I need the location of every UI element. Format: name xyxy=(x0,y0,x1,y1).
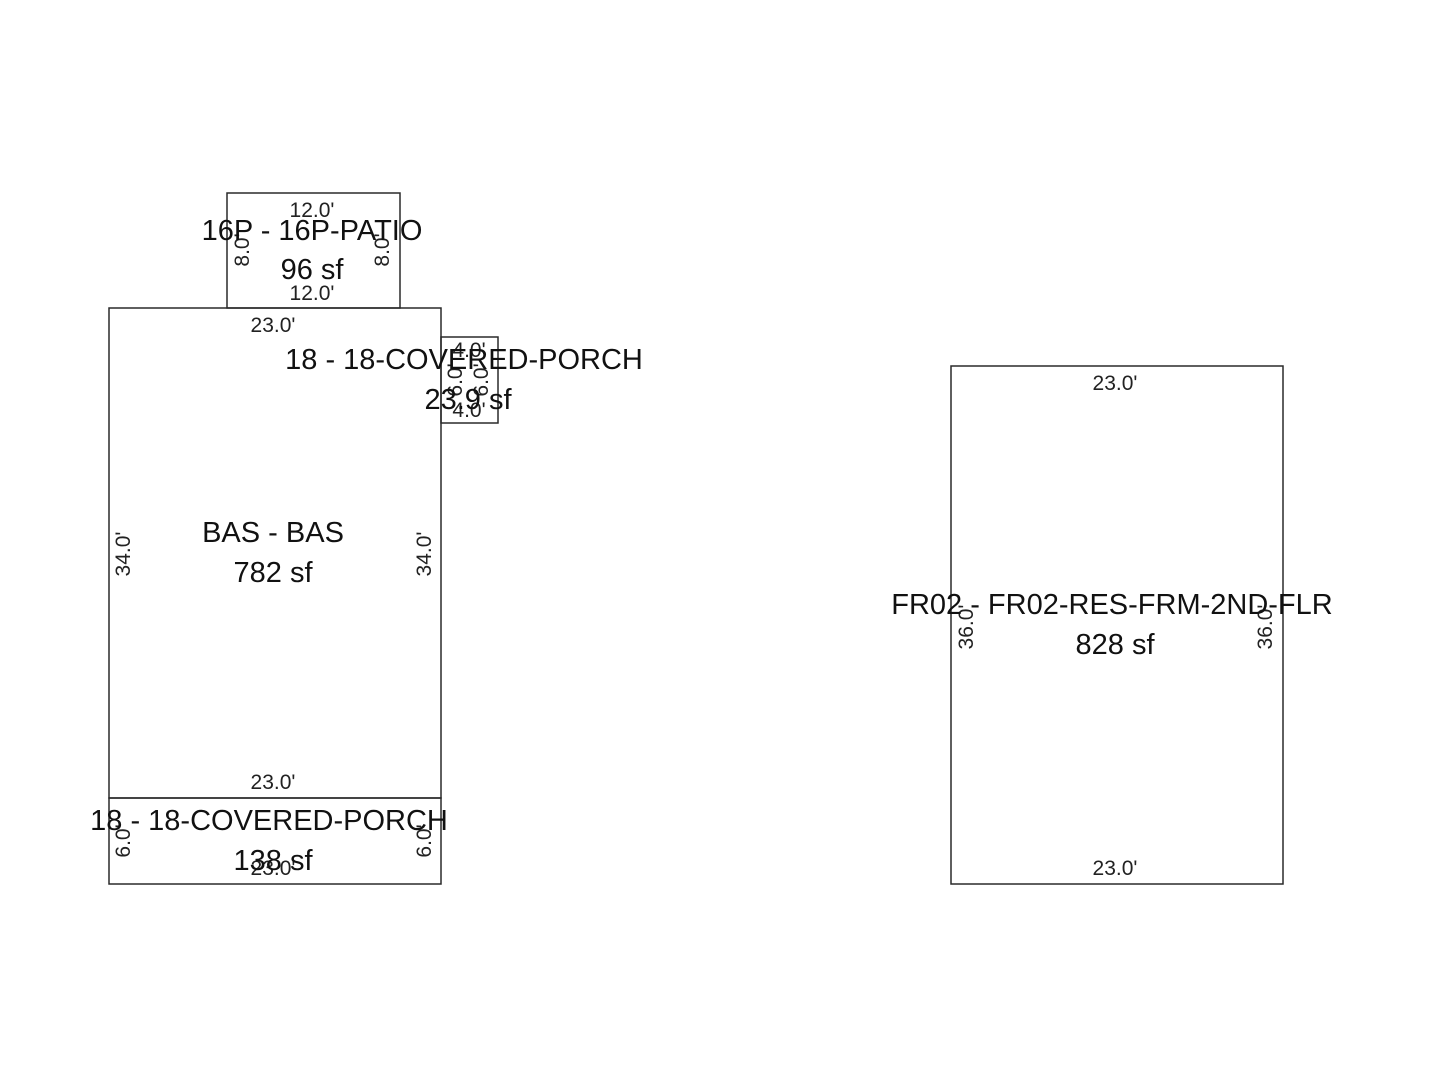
porch-bottom-dim-bottom: 23.0' xyxy=(251,857,296,880)
bas-name-label: BAS - BAS xyxy=(202,517,344,549)
bas-area: 23.0' 23.0' 34.0' 34.0' BAS - BAS 782 sf xyxy=(108,307,442,799)
porch-bottom-area: 23.0' 6.0' 6.0' 18 - 18-COVERED-PORCH 13… xyxy=(90,797,448,885)
second-floor-dim-bottom: 23.0' xyxy=(1093,857,1138,880)
porch-small-dim-left: 6.0' xyxy=(444,363,467,396)
second-floor-area: 23.0' 23.0' 36.0' 36.0' FR02 - FR02-RES-… xyxy=(891,365,1333,885)
second-floor-dim-right: 36.0' xyxy=(1254,605,1277,650)
second-floor-dim-top: 23.0' xyxy=(1093,372,1138,395)
porch-small-area-label: 23.9 sf xyxy=(424,384,512,416)
porch-small-dim-bottom: 4.0' xyxy=(452,399,485,422)
bas-outline xyxy=(108,307,442,799)
second-floor-outline xyxy=(950,365,1284,885)
porch-bottom-dim-left: 6.0' xyxy=(112,824,135,857)
porch-bottom-dim-right: 6.0' xyxy=(413,824,436,857)
bas-area-label: 782 sf xyxy=(234,557,314,589)
bas-dim-bottom: 23.0' xyxy=(251,771,296,794)
patio-name-label: 16P - 16P-PATIO xyxy=(202,215,423,247)
patio-area: 12.0' 12.0' 8.0' 8.0' 16P - 16P-PATIO 96… xyxy=(202,192,423,309)
second-floor-dim-left: 36.0' xyxy=(955,605,978,650)
second-floor-name-label: FR02 - FR02-RES-FRM-2ND-FLR xyxy=(891,589,1332,621)
porch-small-dim-top: 4.0' xyxy=(452,339,485,362)
patio-dim-right: 8.0' xyxy=(371,233,394,266)
porch-small-area: 4.0' 4.0' 6.0' 6.0' 18 - 18-COVERED-PORC… xyxy=(285,336,643,424)
patio-area-label: 96 sf xyxy=(281,254,345,286)
porch-bottom-area-label: 138 sf xyxy=(234,845,314,877)
patio-dim-top: 12.0' xyxy=(290,199,335,222)
porch-small-outline xyxy=(440,336,499,424)
second-floor-area-label: 828 sf xyxy=(1076,629,1156,661)
patio-dim-bottom: 12.0' xyxy=(290,282,335,305)
porch-bottom-name-label: 18 - 18-COVERED-PORCH xyxy=(90,805,448,837)
bas-dim-right: 34.0' xyxy=(413,532,436,577)
porch-small-name-label: 18 - 18-COVERED-PORCH xyxy=(285,344,643,376)
bas-dim-left: 34.0' xyxy=(112,532,135,577)
patio-dim-left: 8.0' xyxy=(231,233,254,266)
porch-bottom-outline xyxy=(108,797,442,885)
bas-dim-top: 23.0' xyxy=(251,314,296,337)
porch-small-dim-right: 6.0' xyxy=(470,363,493,396)
